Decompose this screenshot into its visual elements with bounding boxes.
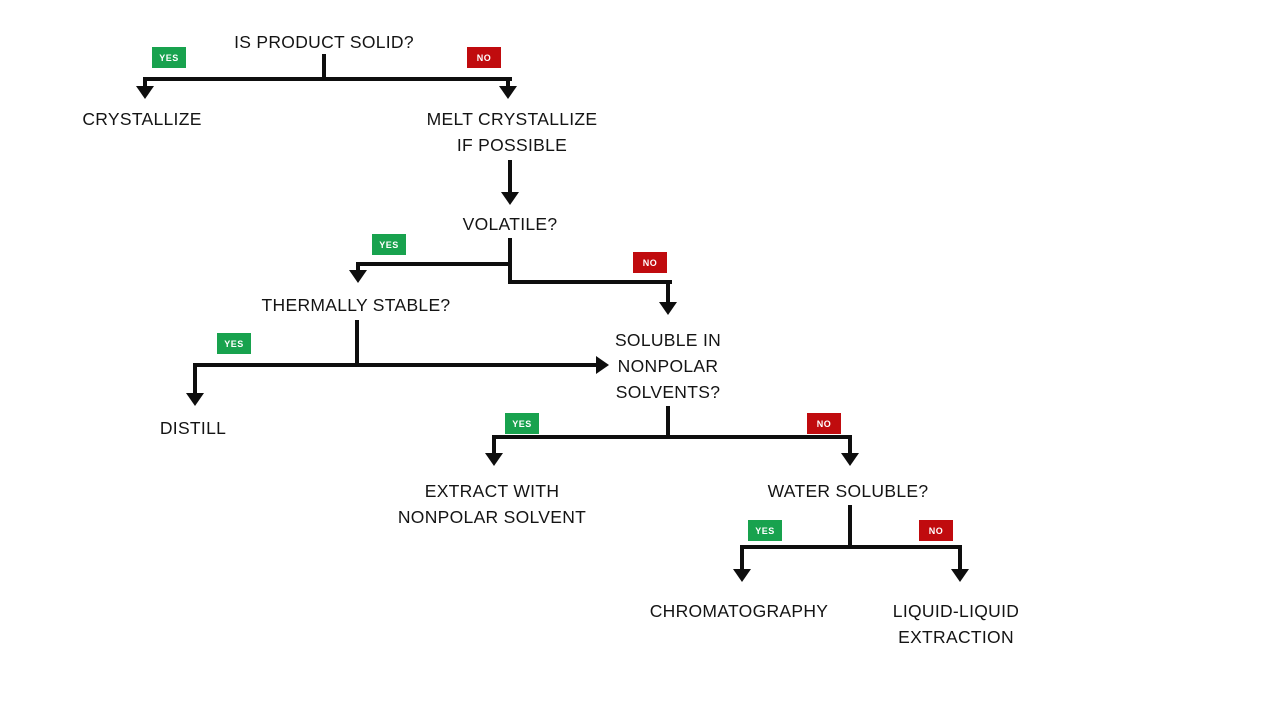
badge-yes-solid: YES: [152, 47, 186, 68]
badge-yes-water: YES: [748, 520, 782, 541]
connector-melt-volatile: [508, 160, 512, 194]
node-is-product-solid: IS PRODUCT SOLID?: [234, 32, 414, 52]
node-liquid-liquid: LIQUID-LIQUID EXTRACTION: [892, 601, 1020, 647]
connector-thermal-yes-drop: [193, 363, 197, 395]
arrowhead-water-yes: [733, 569, 751, 582]
connector-soluble-no-drop: [848, 435, 852, 455]
arrowhead-soluble-no: [841, 453, 859, 466]
arrowhead-water-no: [951, 569, 969, 582]
node-thermally-stable: THERMALLY STABLE?: [261, 295, 451, 315]
node-distill: DISTILL: [159, 418, 227, 438]
connector-volatile-yes: [356, 262, 512, 266]
arrowhead-soluble-yes: [485, 453, 503, 466]
connector-root-yes-drop: [143, 77, 147, 88]
badge-yes-volatile: YES: [372, 234, 406, 255]
connector-thermal-branch: [193, 363, 597, 367]
node-water-soluble: WATER SOLUBLE?: [767, 481, 929, 501]
arrowhead-melt-volatile: [501, 192, 519, 205]
node-chromatography: CHROMATOGRAPHY: [649, 601, 829, 621]
node-melt-crystallize: MELT CRYSTALLIZE IF POSSIBLE: [426, 109, 598, 155]
connector-volatile-stub: [508, 238, 512, 284]
connector-root-branch: [143, 77, 512, 81]
connector-water-yes-drop: [740, 545, 744, 571]
badge-no-water: NO: [919, 520, 953, 541]
node-soluble-nonpolar: SOLUBLE IN NONPOLAR SOLVENTS?: [614, 330, 722, 402]
connector-volatile-no-drop: [666, 280, 670, 304]
connector-root-no-drop: [506, 77, 510, 88]
arrowhead-root-no: [499, 86, 517, 99]
connector-root-stub: [322, 54, 326, 81]
connector-volatile-no: [508, 280, 672, 284]
connector-water-stub: [848, 505, 852, 549]
node-volatile: VOLATILE?: [462, 214, 558, 234]
connector-water-no-drop: [958, 545, 962, 571]
badge-yes-soluble: YES: [505, 413, 539, 434]
badge-no-soluble: NO: [807, 413, 841, 434]
connector-soluble-stub: [666, 406, 670, 439]
arrowhead-thermal-to-soluble: [596, 356, 609, 374]
connector-thermal-stub: [355, 320, 359, 367]
arrowhead-thermal-yes: [186, 393, 204, 406]
arrowhead-volatile-no: [659, 302, 677, 315]
badge-no-volatile: NO: [633, 252, 667, 273]
connector-soluble-branch: [492, 435, 852, 439]
arrowhead-root-yes: [136, 86, 154, 99]
badge-yes-thermal: YES: [217, 333, 251, 354]
badge-no-solid: NO: [467, 47, 501, 68]
node-extract-nonpolar: EXTRACT WITH NONPOLAR SOLVENT: [397, 481, 587, 527]
arrowhead-volatile-yes: [349, 270, 367, 283]
connector-volatile-yes-drop: [356, 262, 360, 272]
node-crystallize: CRYSTALLIZE: [82, 109, 202, 129]
connector-water-branch: [740, 545, 962, 549]
connector-soluble-yes-drop: [492, 435, 496, 455]
